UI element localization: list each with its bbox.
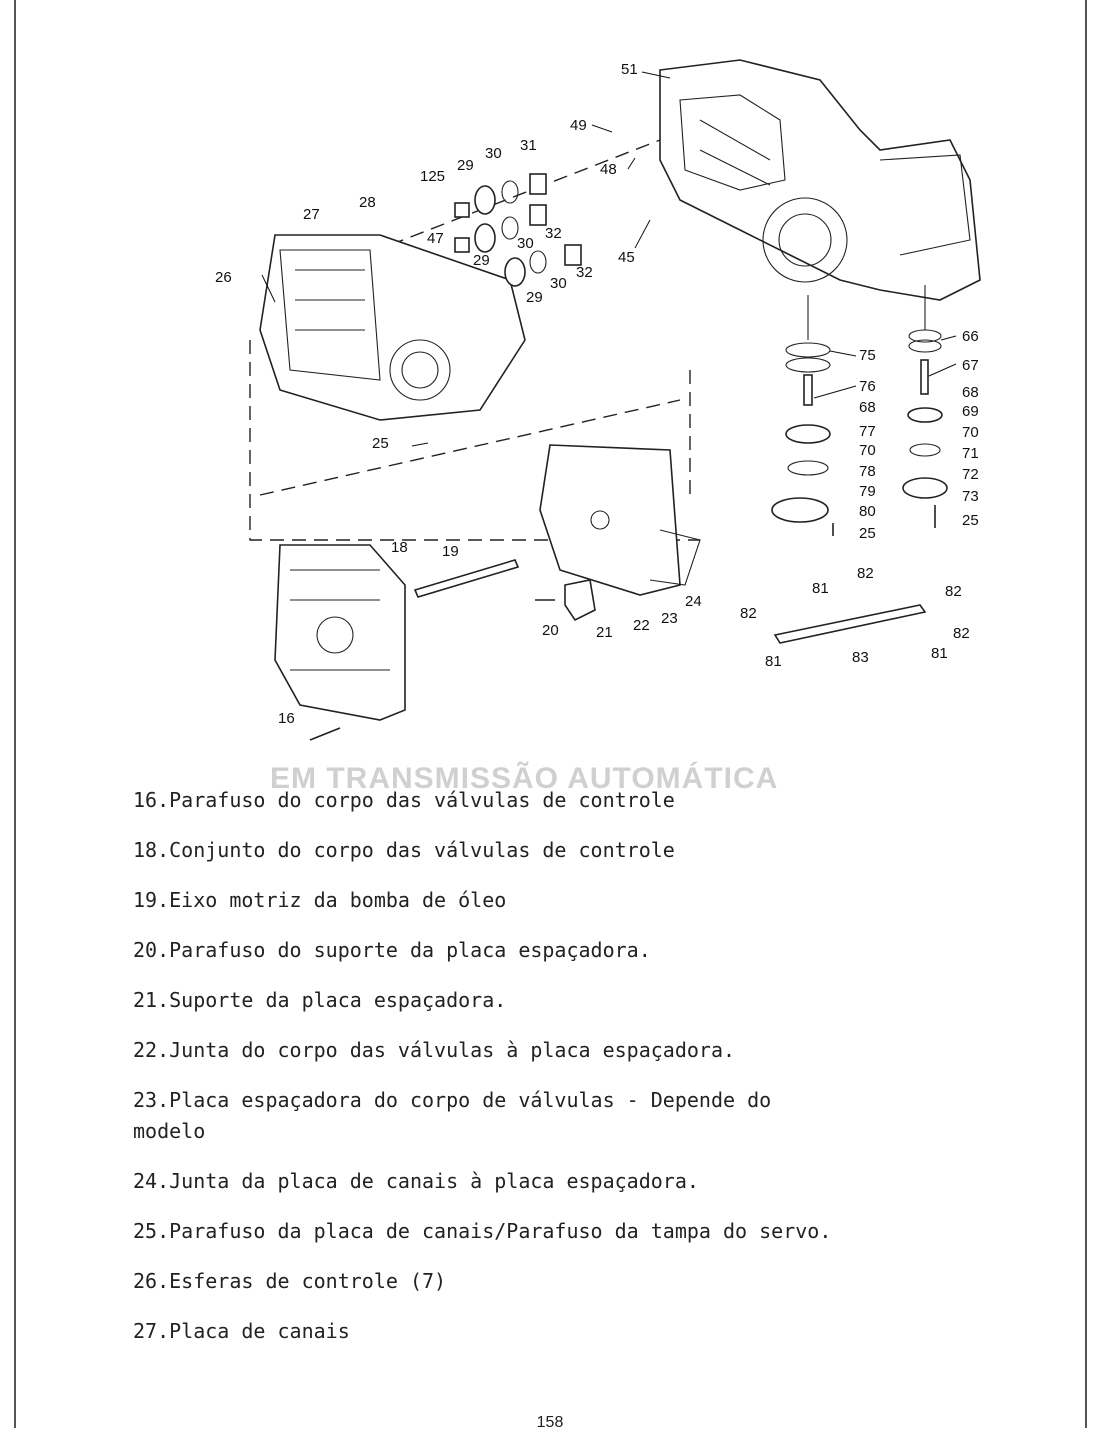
callout-78: 78	[859, 463, 876, 480]
legend-item: 27.Placa de canais	[133, 1319, 350, 1343]
valve-body-bolt-drawing	[309, 727, 341, 741]
callout-82-right-top: 82	[945, 583, 962, 600]
callout-71: 71	[962, 445, 979, 462]
callout-16: 16	[278, 710, 295, 727]
callout-68-right: 68	[962, 384, 979, 401]
callout-75: 75	[859, 347, 876, 364]
legend-item: 22.Junta do corpo das válvulas à placa e…	[133, 1038, 736, 1062]
callout-30-lower: 30	[550, 275, 567, 292]
callout-76: 76	[859, 378, 876, 395]
left-border-line	[14, 0, 16, 1428]
callout-51: 51	[621, 61, 638, 78]
callout-82-right: 82	[953, 625, 970, 642]
callout-22: 22	[633, 617, 650, 634]
callout-32-upper: 32	[545, 225, 562, 242]
callout-24: 24	[685, 593, 702, 610]
exploded-parts-diagram: 51 49 48 45 31 30 29 125 28 27 26 47 32 …	[215, 59, 981, 741]
legend-item: 20.Parafuso do suporte da placa espaçado…	[133, 938, 651, 962]
callout-25-servo-left: 25	[859, 525, 876, 542]
callout-29-middle: 29	[473, 252, 490, 269]
callout-30-middle: 30	[517, 235, 534, 252]
callout-26: 26	[215, 269, 232, 286]
legend-item: 23.Placa espaçadora do corpo de válvulas…	[133, 1088, 772, 1143]
callout-23: 23	[661, 610, 678, 627]
callout-18: 18	[391, 539, 408, 556]
callout-125: 125	[420, 168, 445, 185]
servo-assembly-left-drawing	[771, 295, 834, 536]
callout-49: 49	[570, 117, 587, 134]
callout-25-channel-plate: 25	[372, 435, 389, 452]
servo-assembly-right-drawing	[902, 285, 948, 528]
callout-77: 77	[859, 423, 876, 440]
callout-73: 73	[962, 488, 979, 505]
callout-19: 19	[442, 543, 459, 560]
callout-labels: 51 49 48 45 31 30 29 125 28 27 26 47 32 …	[215, 61, 979, 727]
callout-45: 45	[618, 249, 635, 266]
callout-82-left: 82	[740, 605, 757, 622]
callout-27: 27	[303, 206, 320, 223]
callout-70-right: 70	[962, 424, 979, 441]
callout-48: 48	[600, 161, 617, 178]
callout-29-lower: 29	[526, 289, 543, 306]
callout-81-left: 81	[765, 653, 782, 670]
parts-legend-list: 16.Parafuso do corpo das válvulas de con…	[133, 785, 1013, 1366]
callout-67: 67	[962, 357, 979, 374]
pump-drive-shaft-drawing	[413, 559, 520, 598]
callout-21: 21	[596, 624, 613, 641]
callout-82-top: 82	[857, 565, 874, 582]
callout-20: 20	[542, 622, 559, 639]
legend-item: 25.Parafuso da placa de canais/Parafuso …	[133, 1219, 832, 1243]
page-number: 158	[536, 1414, 564, 1431]
legend-item: 24.Junta da placa de canais à placa espa…	[133, 1169, 699, 1193]
callout-28: 28	[359, 194, 376, 211]
accumulator-parts-drawing	[454, 173, 582, 287]
watermark: EM TRANSMISSÃO AUTOMÁTICA	[270, 762, 779, 795]
legend-item: 26.Esferas de controle (7)	[133, 1269, 447, 1293]
callout-66: 66	[962, 328, 979, 345]
callout-25-servo-right: 25	[962, 512, 979, 529]
legend-item: 18.Conjunto do corpo das válvulas de con…	[133, 838, 675, 862]
callout-72: 72	[962, 466, 979, 483]
legend-item: 19.Eixo motriz da bomba de óleo	[133, 888, 507, 912]
legend-item: 21.Suporte da placa espaçadora.	[133, 988, 507, 1012]
callout-70-left: 70	[859, 442, 876, 459]
callout-81-right: 81	[931, 645, 948, 662]
legend-item: 16.Parafuso do corpo das válvulas de con…	[133, 788, 675, 812]
channel-plate-drawing	[259, 234, 526, 421]
transmission-case-drawing	[659, 59, 981, 301]
leader-lines	[261, 71, 957, 447]
spacer-plate-drawing	[539, 444, 701, 596]
callout-79: 79	[859, 483, 876, 500]
callout-29: 29	[457, 157, 474, 174]
callout-69: 69	[962, 403, 979, 420]
oil-tube-drawing	[773, 604, 927, 644]
callout-68-left: 68	[859, 399, 876, 416]
valve-body-drawing	[274, 544, 406, 721]
right-border-line	[1085, 0, 1087, 1428]
callout-31: 31	[520, 137, 537, 154]
callout-81-top: 81	[812, 580, 829, 597]
spacer-bracket-drawing	[564, 579, 596, 622]
callout-83: 83	[852, 649, 869, 666]
callout-32-lower: 32	[576, 264, 593, 281]
callout-80: 80	[859, 503, 876, 520]
callout-30: 30	[485, 145, 502, 162]
callout-47: 47	[427, 230, 444, 247]
